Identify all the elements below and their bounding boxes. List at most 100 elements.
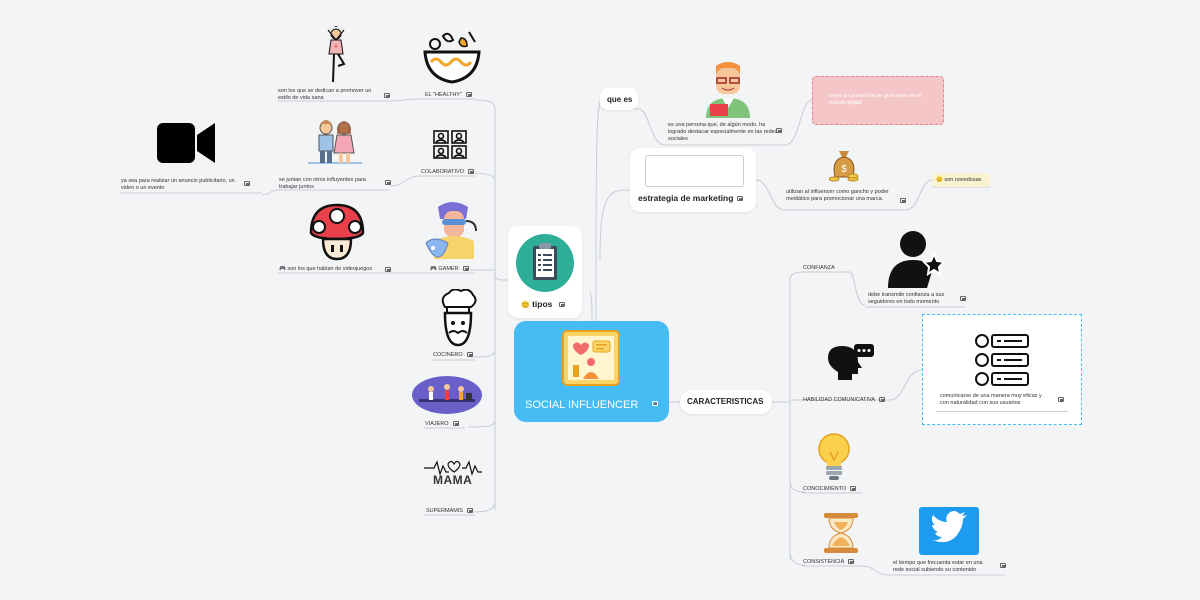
image-attachment-icon[interactable] bbox=[960, 296, 966, 301]
image-attachment-icon[interactable] bbox=[462, 266, 469, 272]
feature-confianza-label: CONFIANZA bbox=[803, 265, 835, 271]
image-attachment-icon[interactable] bbox=[850, 486, 857, 492]
divider bbox=[936, 411, 1068, 412]
image-attachment-icon[interactable] bbox=[384, 93, 390, 98]
lightbulb-icon bbox=[815, 432, 853, 487]
type-colaborativo-label-row: COLABORATIVO bbox=[421, 169, 474, 176]
type-colaborativo-description-row: se juntan con otros influyentes para tra… bbox=[279, 177, 379, 191]
feature-consistencia-description: el tiempo que frecuenta estar en una red… bbox=[893, 560, 983, 573]
novedosas-emoji: 😊 bbox=[936, 177, 943, 183]
mama-icon-text: MAMA bbox=[433, 473, 473, 487]
image-attachment-icon[interactable] bbox=[465, 92, 472, 98]
feature-confianza-description-row: debe transmitir confianza a sus seguidor… bbox=[868, 292, 958, 306]
feature-consistencia-label-row: CONSISTENCIA bbox=[803, 559, 855, 566]
image-attachment-icon[interactable] bbox=[558, 302, 565, 308]
novedosas-text: son novedosas bbox=[944, 177, 982, 183]
que-es-label: que es bbox=[607, 95, 633, 104]
habilidad-detail-node[interactable] bbox=[922, 314, 1082, 425]
image-attachment-icon[interactable] bbox=[776, 128, 782, 133]
tipos-label-row: 😊 tipos bbox=[521, 299, 565, 309]
feature-consistencia-description-row: el tiempo que frecuenta estar en una red… bbox=[893, 560, 993, 574]
type-gamer-description-row: 🎮 son los que hablan de videojuegos bbox=[279, 266, 379, 273]
influencer-screen-icon bbox=[561, 329, 621, 392]
mushroom-icon bbox=[307, 203, 367, 266]
mama-icon bbox=[424, 458, 482, 493]
pink-note[interactable] bbox=[812, 76, 944, 125]
feature-habilidad-label-row: HABILIDAD COMUNICATIVA bbox=[803, 397, 885, 404]
type-supermamis-label-row: SUPERMAMIS bbox=[426, 508, 473, 515]
chef-icon bbox=[439, 288, 477, 352]
que-es-description-row: es una persona que, de algún modo, ha lo… bbox=[668, 122, 778, 143]
image-attachment-icon[interactable] bbox=[244, 181, 250, 186]
feature-habilidad-description: comunicarse de una manera muy eficaz y c… bbox=[940, 393, 1042, 406]
couple-icon bbox=[306, 116, 364, 177]
que-es-node[interactable] bbox=[600, 88, 638, 110]
image-attachment-icon[interactable] bbox=[466, 352, 473, 358]
image-attachment-icon[interactable] bbox=[737, 196, 744, 202]
salad-bowl-icon bbox=[423, 30, 481, 91]
image-attachment-icon[interactable] bbox=[652, 401, 658, 406]
image-attachment-icon[interactable] bbox=[878, 397, 885, 403]
type-healthy-description-row: son los que se dedican a promover un est… bbox=[278, 88, 384, 102]
chat-users-icon bbox=[974, 333, 1030, 392]
type-colaborativo-description: se juntan con otros influyentes para tra… bbox=[279, 177, 366, 190]
feature-confianza-description: debe transmitir confianza a sus seguidor… bbox=[868, 292, 945, 305]
image-attachment-icon[interactable] bbox=[452, 421, 459, 427]
type-gamer-label: GAMER bbox=[438, 266, 459, 272]
feature-conocimiento-label-row: CONOCIMIENTO bbox=[803, 486, 857, 493]
yoga-person-icon bbox=[324, 26, 348, 89]
video-camera-icon bbox=[157, 121, 215, 170]
image-attachment-icon[interactable] bbox=[385, 267, 391, 272]
feature-habilidad-description-row: comunicarse de una manera muy eficaz y c… bbox=[940, 393, 1052, 407]
marketing-description-row: utilizan al influencer como gancho y pod… bbox=[786, 189, 896, 203]
video-note-row: ya sea para realizar un anuncio publicit… bbox=[121, 178, 241, 192]
clipboard-icon bbox=[516, 234, 574, 297]
type-gamer-description: son los que hablan de videojuegos bbox=[287, 266, 373, 272]
gamer-description-emoji: 🎮 bbox=[279, 266, 286, 272]
man-with-glasses-icon bbox=[704, 60, 752, 123]
twitter-bird-icon bbox=[919, 507, 979, 560]
image-attachment-icon[interactable] bbox=[900, 198, 906, 203]
collaboration-icon bbox=[433, 130, 467, 165]
type-viajero-label-row: VIAJERO bbox=[425, 421, 459, 428]
feature-habilidad-label: HABILIDAD COMUNICATIVA bbox=[803, 397, 875, 403]
marketing-description: utilizan al influencer como gancho y pod… bbox=[786, 189, 889, 202]
type-gamer-label-row: 🎮 GAMER bbox=[430, 266, 469, 273]
tipos-label: tipos bbox=[532, 299, 553, 309]
type-healthy-description: son los que se dedican a promover un est… bbox=[278, 88, 372, 101]
type-healthy-label: EL "HEALTHY" bbox=[425, 92, 462, 98]
type-cocinero-label-row: COCINERO bbox=[433, 352, 473, 359]
image-attachment-icon[interactable] bbox=[848, 559, 855, 565]
caracteristicas-label: CARACTERISTICAS bbox=[687, 397, 764, 406]
svg-text:$: $ bbox=[841, 164, 847, 175]
que-es-description: es una persona que, de algún modo, ha lo… bbox=[668, 122, 778, 142]
image-attachment-icon[interactable] bbox=[468, 169, 474, 175]
image-attachment-icon[interactable] bbox=[1000, 563, 1006, 568]
type-colaborativo-label: COLABORATIVO bbox=[421, 169, 464, 175]
type-healthy-label-row: EL "HEALTHY" bbox=[425, 92, 472, 99]
central-node-title: SOCIAL INFLUENCER bbox=[525, 399, 639, 411]
type-viajero-label: VIAJERO bbox=[425, 421, 449, 427]
type-supermamis-label: SUPERMAMIS bbox=[426, 508, 463, 514]
gamer-icon bbox=[424, 201, 482, 266]
feature-conocimiento-label: CONOCIMIENTO bbox=[803, 486, 847, 492]
star-person-icon bbox=[886, 230, 947, 293]
travel-icon bbox=[411, 375, 483, 420]
image-attachment-icon[interactable] bbox=[1058, 397, 1064, 402]
image-attachment-icon[interactable] bbox=[385, 180, 391, 185]
money-bag-icon: $ bbox=[828, 147, 859, 188]
gamer-label-emoji: 🎮 bbox=[430, 266, 437, 272]
broken-image-placeholder bbox=[645, 155, 744, 187]
feature-consistencia-label: CONSISTENCIA bbox=[803, 559, 845, 565]
marketing-label: estrategia de marketing bbox=[638, 193, 734, 203]
image-attachment-icon[interactable] bbox=[466, 508, 473, 514]
marketing-label-row: estrategia de marketing bbox=[638, 193, 744, 203]
caracteristicas-node[interactable] bbox=[680, 390, 772, 414]
hourglass-icon bbox=[822, 512, 860, 559]
speaking-head-icon bbox=[826, 344, 876, 385]
video-note: ya sea para realizar un anuncio publicit… bbox=[121, 178, 235, 191]
novedosas-row: 😊 son novedosas bbox=[936, 177, 981, 184]
novedosas-node[interactable] bbox=[932, 173, 990, 187]
